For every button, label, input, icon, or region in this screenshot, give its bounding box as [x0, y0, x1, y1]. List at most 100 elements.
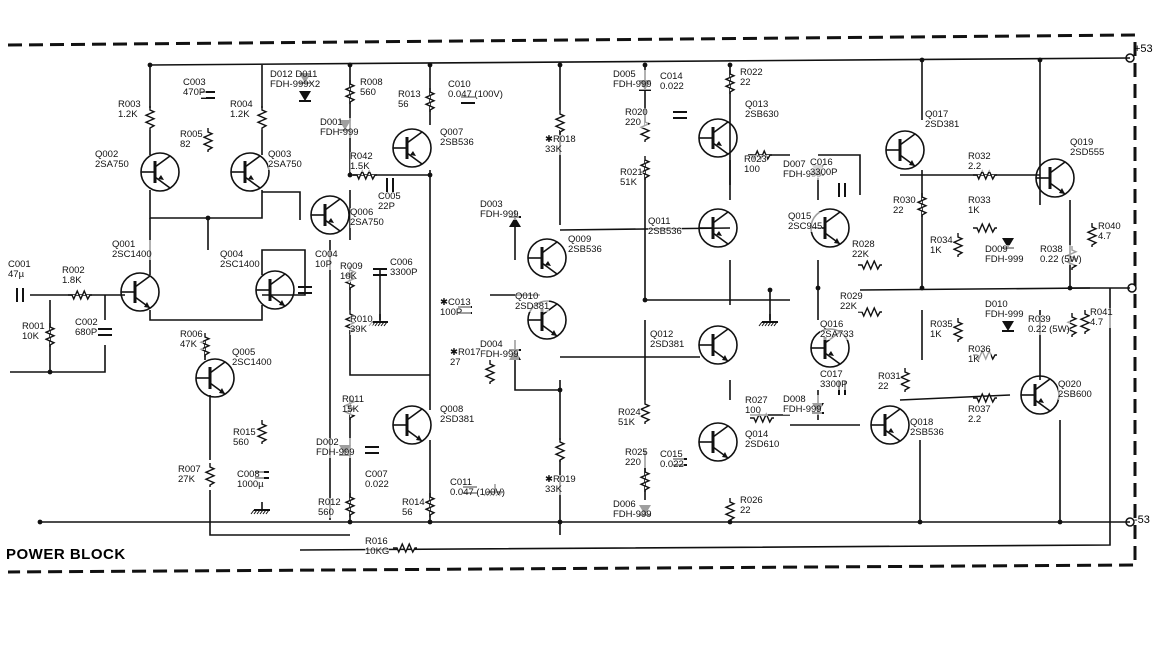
- resistor-r037: [973, 392, 997, 404]
- capacitor-c014: [673, 111, 687, 119]
- junction-dot: [47, 369, 53, 375]
- resistor-r026: [724, 498, 736, 522]
- resistor-r024: [639, 400, 651, 424]
- transistor-q003: [230, 152, 270, 192]
- component-value: 0.022: [660, 459, 684, 470]
- component-value: 2SD555: [1070, 147, 1105, 158]
- junction-dot: [919, 285, 925, 291]
- resistor-r039: [1066, 313, 1078, 337]
- component-ref: Q007: [440, 127, 464, 138]
- component-ref: R025: [625, 447, 648, 458]
- component-ref: R024: [618, 407, 641, 418]
- component-value: FDH-999: [613, 509, 652, 520]
- resistor-r041: [1079, 310, 1091, 334]
- transistor-q018: [870, 405, 910, 445]
- component-ref: Q018: [910, 417, 934, 428]
- positive-rail-label: +53: [1134, 43, 1153, 55]
- component-ref: Q002: [95, 149, 119, 160]
- resistor-r004: [256, 106, 268, 130]
- capacitor-c001: [16, 288, 24, 302]
- resistor-r035: [952, 318, 964, 342]
- component-ref: R032: [968, 151, 991, 162]
- component-ref: Q012: [650, 329, 674, 340]
- component-value: 47K: [180, 339, 197, 350]
- component-ref: D004: [480, 339, 503, 350]
- capacitor-c005: [386, 178, 394, 192]
- transistor-q002: [140, 152, 180, 192]
- component-ref: C008: [237, 469, 260, 480]
- component-ref: R015: [233, 427, 256, 438]
- component-ref: Q017: [925, 109, 949, 120]
- component-value: 2SA750: [350, 217, 384, 228]
- component-value: 33K: [545, 144, 562, 155]
- transistor-q005: [195, 358, 235, 398]
- component-ref: R040: [1098, 221, 1121, 232]
- component-ref: Q001: [112, 239, 136, 250]
- component-ref: R005: [180, 129, 203, 140]
- resistor-r003: [144, 106, 156, 130]
- junction-dot: [427, 172, 433, 178]
- junction-dot: [917, 519, 923, 525]
- resistor-r027: [750, 412, 774, 424]
- junction-dot: [557, 62, 563, 68]
- transistor-q008: [392, 405, 432, 445]
- component-value: 2SB536: [910, 427, 944, 438]
- component-value: 100: [744, 164, 760, 175]
- component-value: 22: [740, 77, 751, 88]
- component-value: 1000µ: [237, 479, 264, 490]
- component-ref: Q008: [440, 404, 464, 415]
- resistor-r012: [344, 493, 356, 517]
- component-value: 10KG: [365, 546, 390, 557]
- component-value: FDH-999: [316, 447, 355, 458]
- component-value: 2SA750: [268, 159, 302, 170]
- component-ref: Q003: [268, 149, 292, 160]
- component-value: 2SB630: [745, 109, 779, 120]
- component-ref: R003: [118, 99, 141, 110]
- component-value: 3300P: [810, 167, 838, 178]
- component-ref: C010: [448, 79, 471, 90]
- component-ref: R002: [62, 265, 85, 276]
- component-ref: R011: [342, 394, 365, 405]
- capacitor-c004: [298, 286, 312, 294]
- component-ref: R007: [178, 464, 201, 475]
- component-value: 22P: [378, 201, 395, 212]
- component-value: 3300P: [390, 267, 418, 278]
- capacitor-c006: [373, 268, 387, 276]
- block-border: [7, 33, 1137, 574]
- component-ref: C017: [820, 369, 843, 380]
- transistor-q011: [698, 208, 738, 248]
- resistor-r018: [554, 110, 566, 134]
- component-value: 2SA733: [820, 329, 854, 340]
- junction-dot: [727, 519, 733, 525]
- component-value: 220: [625, 457, 641, 468]
- component-ref: Q010: [515, 291, 539, 302]
- component-value: 51K: [620, 177, 637, 188]
- junction-dot: [1037, 57, 1043, 63]
- component-ref: C001: [8, 259, 31, 270]
- wire: [899, 394, 1011, 401]
- capacitor-c016: [838, 183, 846, 197]
- component-value: 2SC945: [788, 221, 823, 232]
- transistor-q009: [527, 238, 567, 278]
